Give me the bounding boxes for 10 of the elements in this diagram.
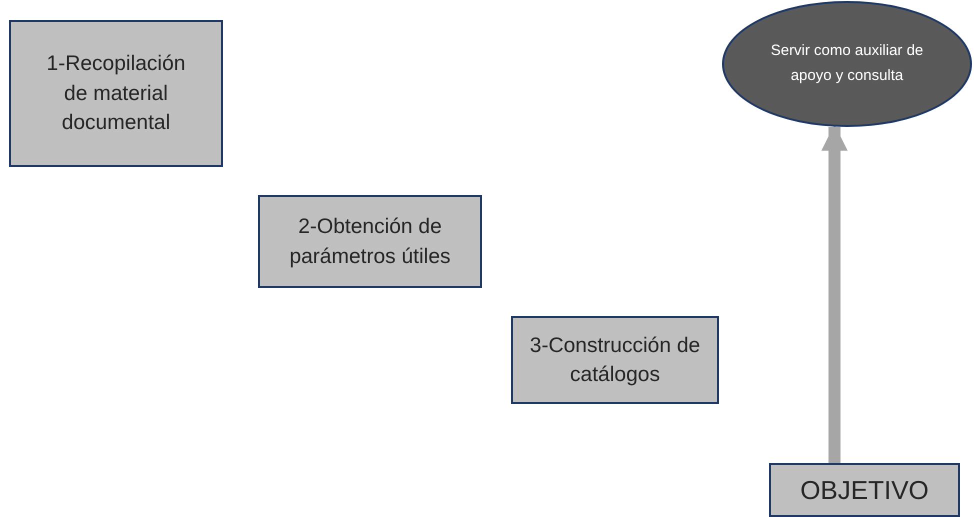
node-label: OBJETIVO (800, 474, 929, 507)
node-label: Servir como auxiliar de apoyo y consulta (770, 41, 924, 86)
process-box (769, 463, 960, 517)
node-label: 3-Construcción de catálogos (528, 332, 702, 388)
arrow (821, 124, 848, 463)
process-box (258, 195, 482, 288)
process-box (9, 20, 223, 167)
process-box (511, 316, 719, 404)
node-label: 1-Recopilación de material documental (46, 51, 186, 136)
node-label: 2-Obtención de parámetros útiles (288, 214, 452, 270)
